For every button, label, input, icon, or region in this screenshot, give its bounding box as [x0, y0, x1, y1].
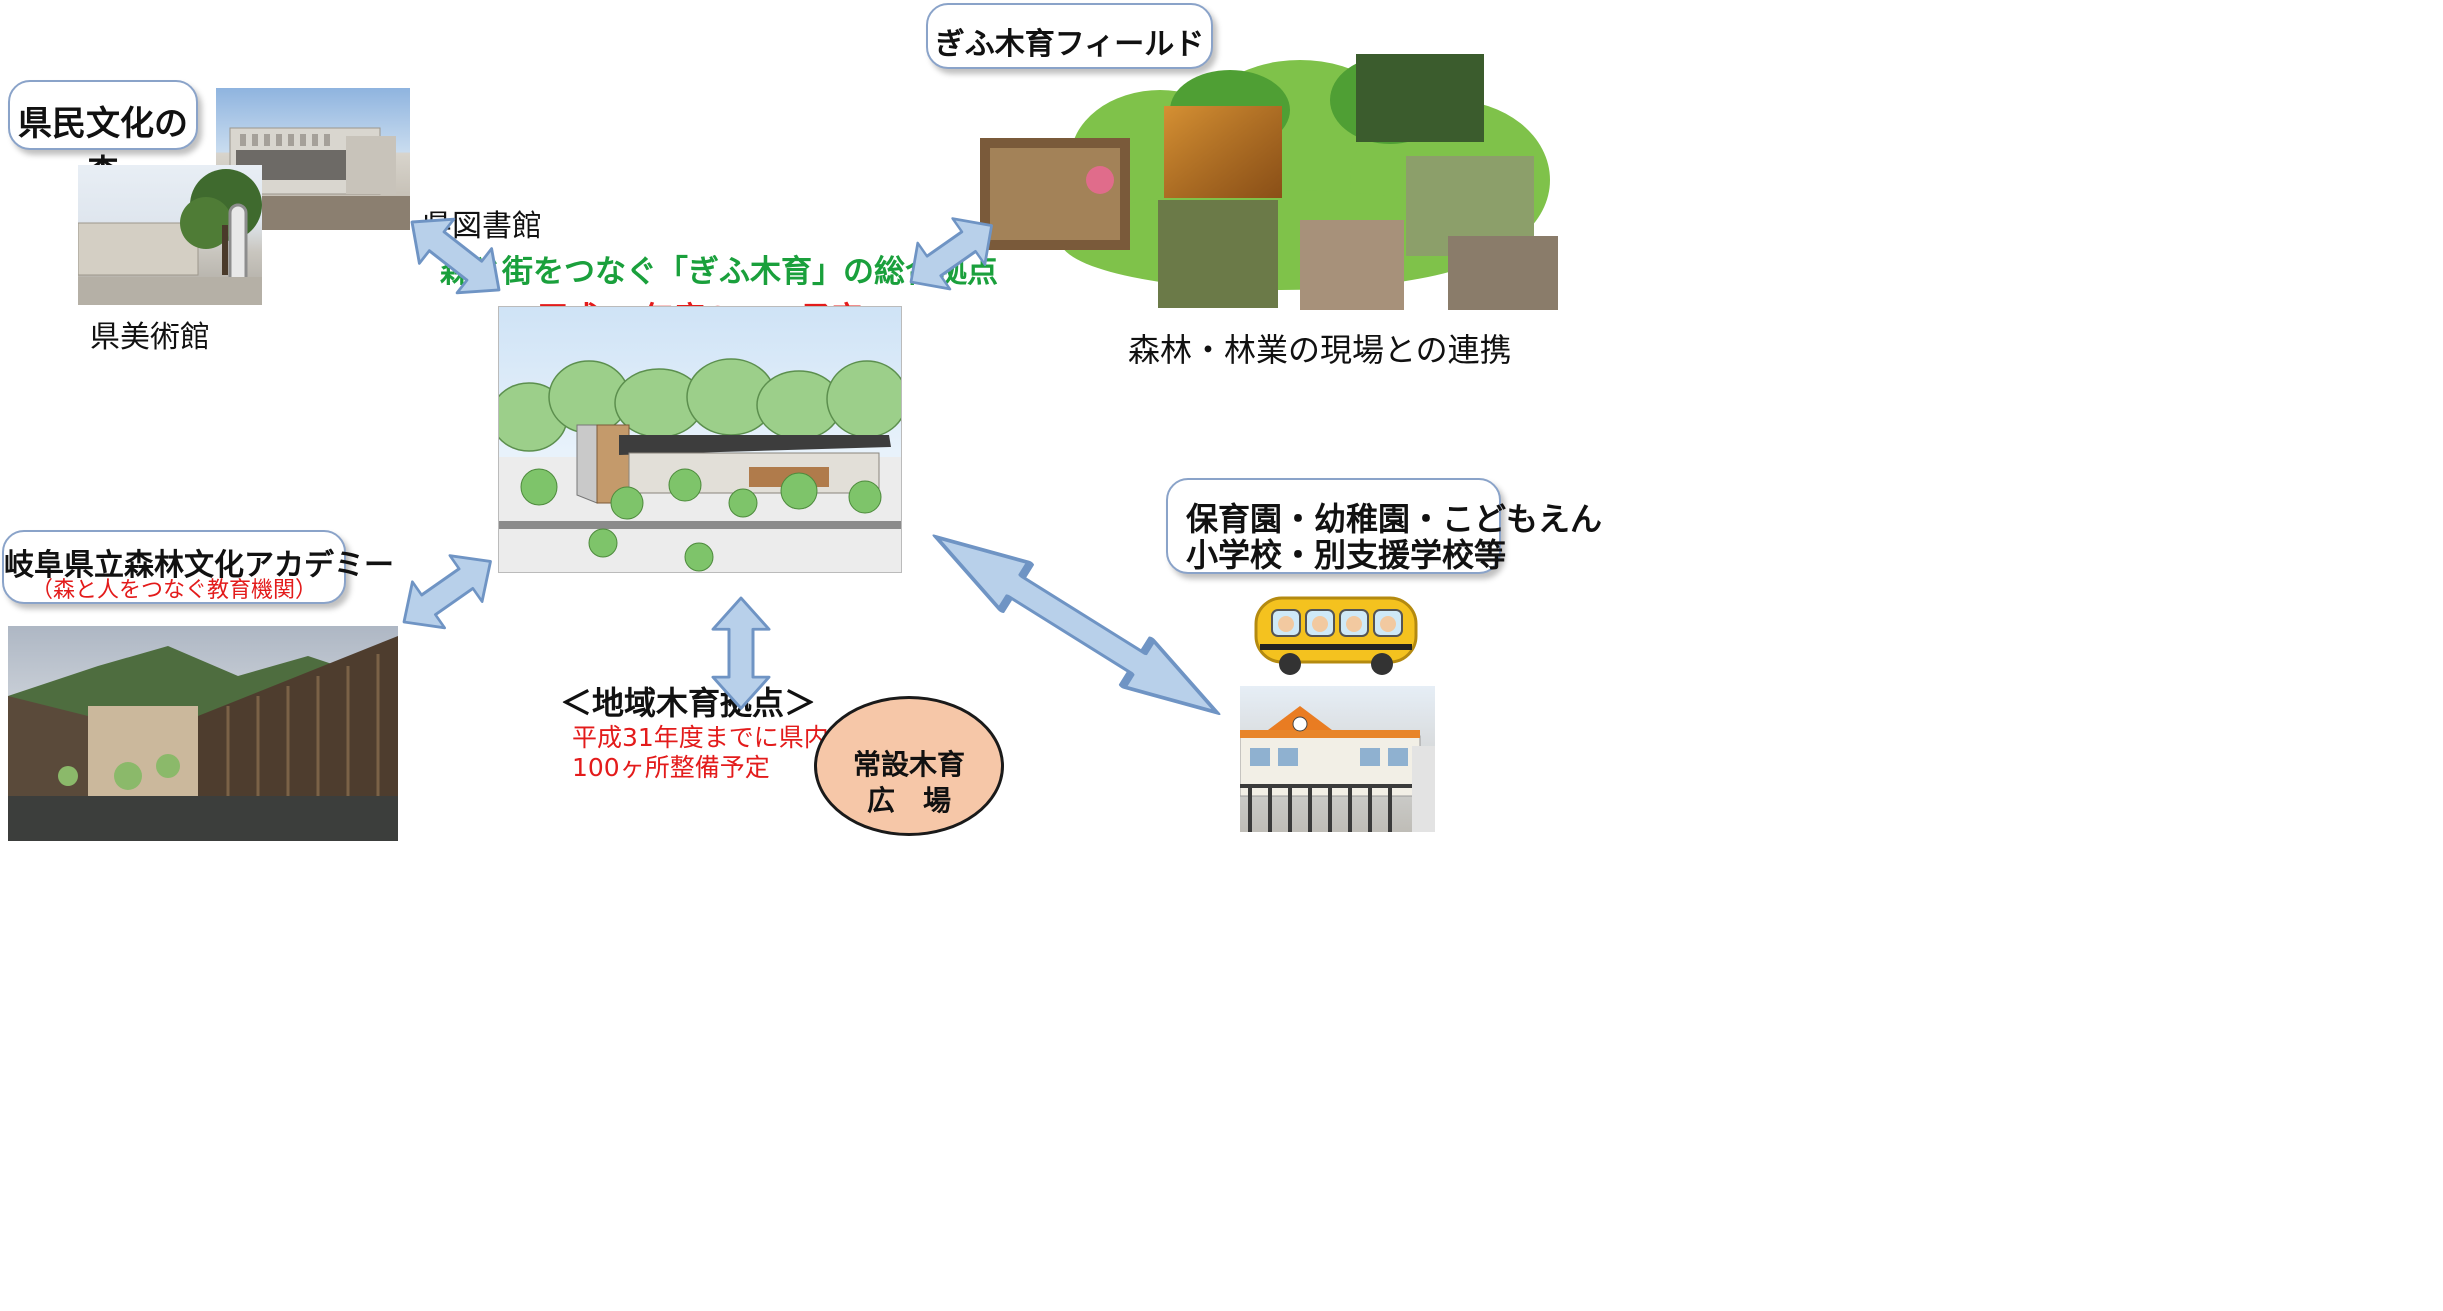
schools-line1: 保育園・幼稚園・こどもえん — [1186, 500, 1603, 538]
arrow-field-hub — [893, 201, 1010, 307]
plaza-ellipse: 常設木育 広 場 — [814, 696, 1004, 836]
gifu-field-title: ぎふ木育フィールド — [934, 27, 1205, 62]
local-base-note-line2: 100ヶ所整備予定 — [572, 753, 770, 782]
academy-photo — [8, 626, 398, 841]
museum-building-illustration — [78, 169, 262, 305]
school-bus-illustration — [1250, 588, 1422, 680]
bus-icon — [1254, 596, 1418, 675]
arrow-hub-schools — [921, 513, 1232, 736]
museum-label: 県美術館 — [90, 320, 210, 355]
forest-collage-illustration — [980, 54, 1558, 310]
school-photo — [1240, 686, 1435, 832]
plaza-line1: 常設木育 — [852, 748, 965, 781]
plaza-line2: 広 場 — [866, 784, 951, 817]
hub-building-rendering — [498, 306, 902, 573]
academy-subtitle: （森と人をつなぐ教育機関） — [30, 578, 317, 603]
museum-photo — [78, 165, 262, 305]
arrow-hub-local-base — [711, 596, 771, 710]
gifu-field-title-box: ぎふ木育フィールド — [926, 3, 1213, 69]
local-base-title: ＜地域木育拠点＞ — [560, 684, 817, 722]
arrow-academy-hub — [386, 537, 509, 647]
schools-line2: 小学校・別支援学校等 — [1186, 536, 1507, 574]
school-building-illustration — [1240, 706, 1435, 832]
gifu-field-collage — [980, 40, 2443, 310]
local-base-note-line1: 平成31年度までに県内に — [572, 723, 854, 752]
arrow-library-hub — [393, 198, 518, 314]
hub-title-line1: 森と街をつなぐ「ぎふ木育」の総合拠点 — [440, 254, 998, 290]
academy-building-illustration — [8, 636, 398, 841]
academy-title-box: 岐阜県立森林文化アカデミー （森と人をつなぐ教育機関） — [2, 530, 394, 604]
hub-building-illustration — [499, 358, 901, 572]
academy-title: 岐阜県立森林文化アカデミー — [4, 548, 394, 583]
gifu-field-caption: 森林・林業の現場との連携 — [1128, 331, 1512, 369]
schools-title-box: 保育園・幼稚園・こどもえん 小学校・別支援学校等 — [1166, 478, 1602, 574]
